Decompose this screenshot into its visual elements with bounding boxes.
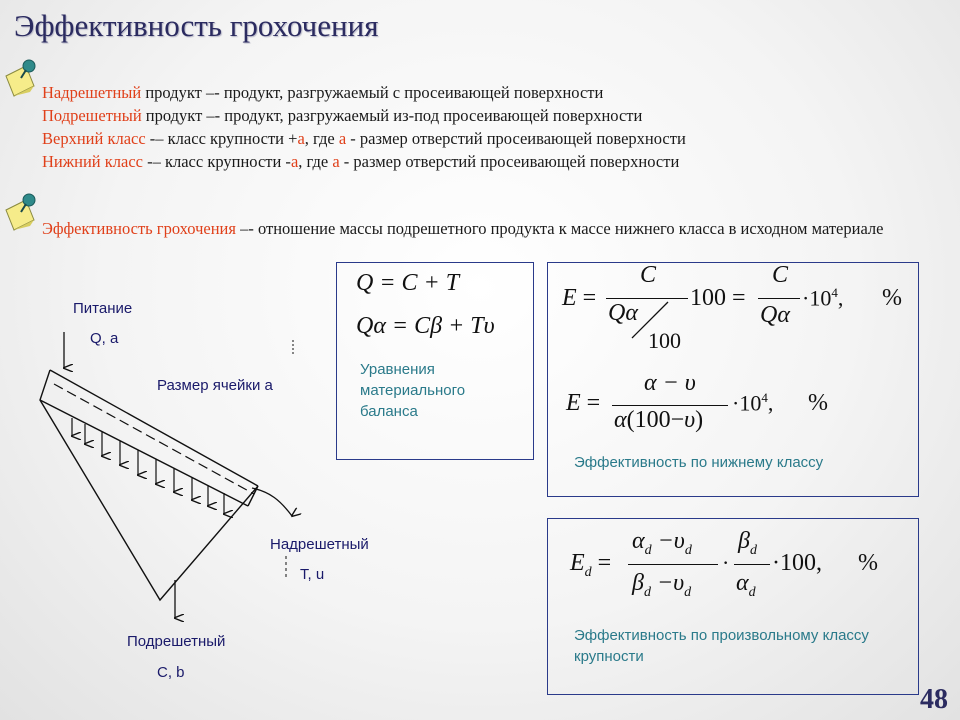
balance-caption: Уравнения материального баланса [360, 361, 466, 420]
term: Нижний класс [42, 152, 143, 171]
oversize-label: Надрешетный [270, 536, 369, 553]
arbitrary-class-box [547, 518, 919, 695]
definition-text: продукт –- продукт, разгружаемый из-под … [141, 106, 643, 125]
note-pin-icon [5, 59, 36, 97]
screen-deck [39, 399, 249, 507]
undersize-arrows [72, 418, 224, 514]
screen-top-line [49, 369, 259, 487]
screen-body [39, 369, 259, 602]
variable: а [332, 152, 340, 171]
term: Надрешетный [42, 83, 142, 102]
feed-vars: Q, a [90, 330, 119, 347]
definition-oversize: Надрешетный продукт –- продукт, разгружа… [42, 81, 686, 104]
page-number: 48 [920, 684, 948, 715]
efficiency-caption: Эффективность по нижнему классу [574, 454, 824, 471]
definition-text: - размер отверстий просеивающей поверхно… [346, 129, 686, 148]
unit-percent: % [882, 285, 902, 311]
efficiency-definition: Эффективность грохочения –- отношение ма… [42, 217, 922, 240]
efficiency-box [547, 262, 919, 497]
mesh-size-label: Размер ячейки а [157, 377, 273, 394]
term: Эффективность грохочения [42, 219, 236, 238]
slide-title: Эффективность грохочения [14, 8, 379, 43]
definition-text: –- отношение массы подрешетного продукта… [235, 219, 884, 238]
variable: а [290, 152, 299, 171]
definition-undersize: Подрешетный продукт –- продукт, разгружа… [42, 104, 686, 127]
oversize-arrow [251, 487, 292, 516]
balance-equation-2: Qα = Cβ + Tυ [356, 313, 495, 339]
note-pin-icon [5, 193, 36, 231]
definition-text: - размер отверстий просеивающей поверхно… [339, 152, 680, 171]
arbitrary-caption: Эффективность по произвольному классу кр… [574, 627, 869, 665]
definition-upper-class: Верхний класс -– класс крупности +а, где… [42, 127, 686, 150]
unit-percent: % [808, 390, 828, 416]
definition-lower-class: Нижний класс -– класс крупности -а, где … [42, 150, 686, 173]
feed-label: Питание [73, 300, 133, 317]
variable: а [338, 129, 347, 148]
balance-box [336, 262, 534, 460]
mesh-dashed-line [53, 383, 255, 495]
definition-text: -– класс крупности - [142, 152, 291, 171]
term: Верхний класс [42, 129, 146, 148]
term: Подрешетный [42, 106, 142, 125]
undersize-vars: C, b [157, 664, 185, 681]
variable: а [297, 129, 305, 148]
undersize-label: Подрешетный [127, 633, 226, 650]
balance-equation-1: Q = C + T [356, 270, 460, 296]
oversize-vars: T, u [300, 566, 325, 583]
screen-diagram [39, 332, 340, 630]
definitions-list: Надрешетный продукт –- продукт, разгружа… [42, 81, 686, 173]
unit-percent: % [858, 550, 878, 576]
definition-text: , где [298, 152, 333, 171]
definition-text: -– класс крупности + [145, 129, 298, 148]
definition-text: , где [304, 129, 339, 148]
definition-text: продукт –- продукт, разгружаемый с просе… [141, 83, 604, 102]
